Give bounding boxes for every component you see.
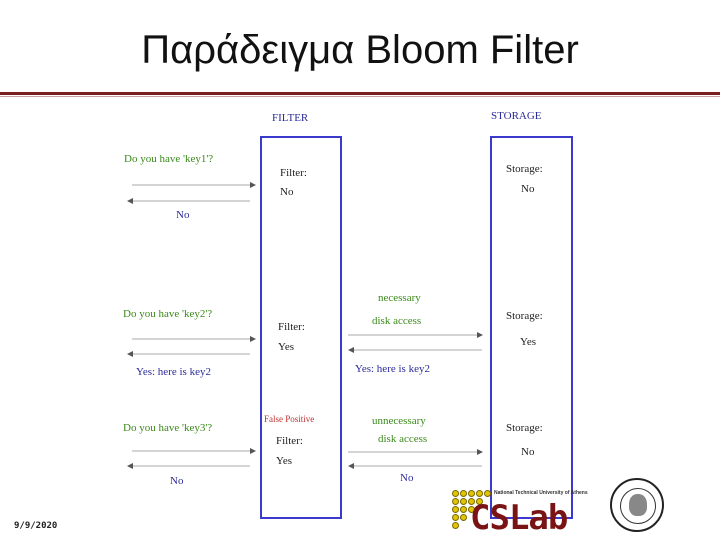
logo-dot-grid (452, 490, 491, 530)
request2-question: Do you have 'key2'? (123, 308, 213, 320)
slide-date: 9/9/2020 (14, 521, 58, 531)
storage-reply3: No (400, 472, 414, 484)
filter1-answer: No (280, 186, 294, 198)
cslab-logo: National Technical University of Athens … (452, 488, 602, 538)
disk-note3-line1: unnecessary (372, 415, 426, 427)
request2-reply: Yes: here is key2 (136, 366, 211, 378)
filter3-label: Filter: (276, 435, 303, 447)
storage2-answer: Yes (520, 336, 537, 348)
request1-question: Do you have 'key1'? (124, 153, 214, 165)
storage1-answer: No (521, 183, 535, 195)
disk-note2-line1: necessary (378, 292, 421, 304)
storage2-label: Storage: (506, 310, 543, 322)
request3-reply: No (170, 475, 184, 487)
storage1-label: Storage: (506, 163, 543, 175)
storage-header: STORAGE (491, 110, 542, 122)
storage-reply2: Yes: here is key2 (355, 363, 430, 375)
logo-subtitle: National Technical University of Athens (494, 490, 588, 496)
filter2-answer: Yes (278, 341, 295, 353)
title-divider (0, 92, 720, 95)
filter2-label: Filter: (278, 321, 305, 333)
disk-note2-line2: disk access (372, 315, 422, 327)
university-seal (610, 478, 664, 532)
filter3-answer: Yes (276, 455, 293, 467)
disk-note3-line2: disk access (378, 433, 428, 445)
storage3-answer: No (521, 446, 535, 458)
storage-column (490, 136, 573, 519)
filter-column (260, 136, 342, 519)
false-positive-label: False Positive (264, 414, 315, 424)
slide-title: Παράδειγμα Bloom Filter (141, 28, 579, 72)
request3-question: Do you have 'key3'? (123, 422, 213, 434)
title-divider-shadow (0, 96, 720, 97)
request1-reply: No (176, 209, 190, 221)
filter-header: FILTER (272, 112, 309, 124)
filter1-label: Filter: (280, 167, 307, 179)
storage3-label: Storage: (506, 422, 543, 434)
logo-text: CSLab (470, 498, 568, 538)
